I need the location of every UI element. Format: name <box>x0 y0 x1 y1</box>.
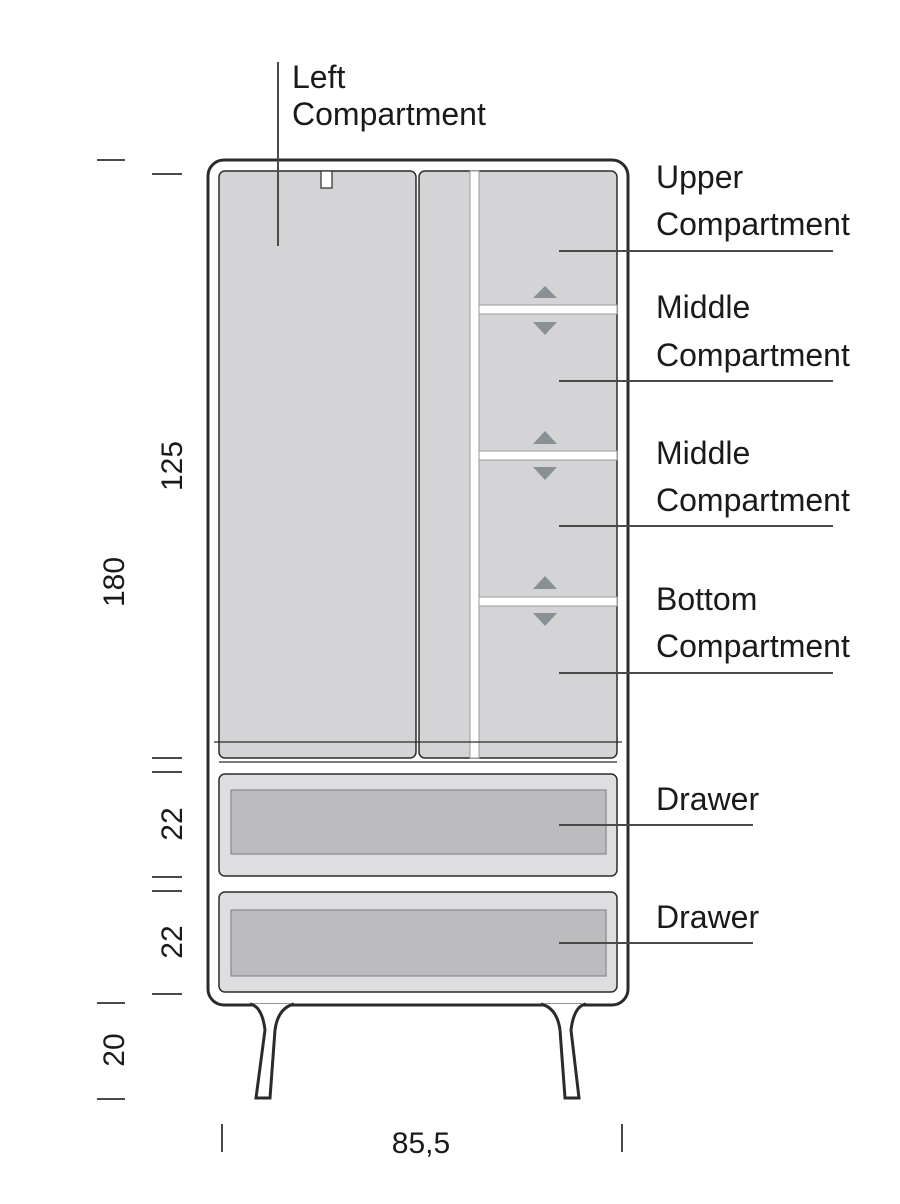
door-handle <box>320 170 333 189</box>
label-bottom-compartment: Bottom Compartment <box>656 581 850 664</box>
shelf-3-down-arrow <box>533 613 557 626</box>
left-door-panel <box>218 170 417 759</box>
label-upper-compartment: Upper Compartment <box>656 159 850 242</box>
shelf-2-up-arrow <box>533 431 557 444</box>
dim-width: 85,5 <box>392 1127 450 1160</box>
shelf-2-down-arrow <box>533 467 557 480</box>
dim-drawer-2-height: 22 <box>156 925 189 958</box>
right-leg <box>540 1002 587 1100</box>
right-door-panel <box>418 170 618 759</box>
vertical-divider <box>469 170 480 759</box>
drawer-2-face <box>230 909 607 977</box>
drawer-1-face <box>230 789 607 855</box>
shelf-2 <box>478 450 618 461</box>
label-left-compartment: Left Compartment <box>292 59 486 132</box>
shelf-arrows <box>533 286 557 626</box>
shelf-1-up-arrow <box>533 286 557 298</box>
leader-lines <box>277 62 833 944</box>
dimension-ticks <box>97 159 623 1152</box>
shelf-3-up-arrow <box>533 576 557 589</box>
label-middle-compartment-1: Middle Compartment <box>656 289 850 373</box>
dim-leg-height: 20 <box>98 1033 131 1066</box>
label-middle-compartment-2: Middle Compartment <box>656 435 850 518</box>
shelf-1-down-arrow <box>533 322 557 335</box>
dim-cabinet-height: 125 <box>156 441 189 491</box>
label-drawer-1: Drawer <box>656 781 759 817</box>
dim-total-height: 180 <box>98 557 131 607</box>
shelf-1 <box>478 304 618 315</box>
left-leg <box>249 1002 295 1100</box>
dim-drawer-1-height: 22 <box>156 807 189 840</box>
shelf-3 <box>478 596 618 607</box>
wardrobe-body <box>206 158 630 1100</box>
label-drawer-2: Drawer <box>656 899 759 935</box>
